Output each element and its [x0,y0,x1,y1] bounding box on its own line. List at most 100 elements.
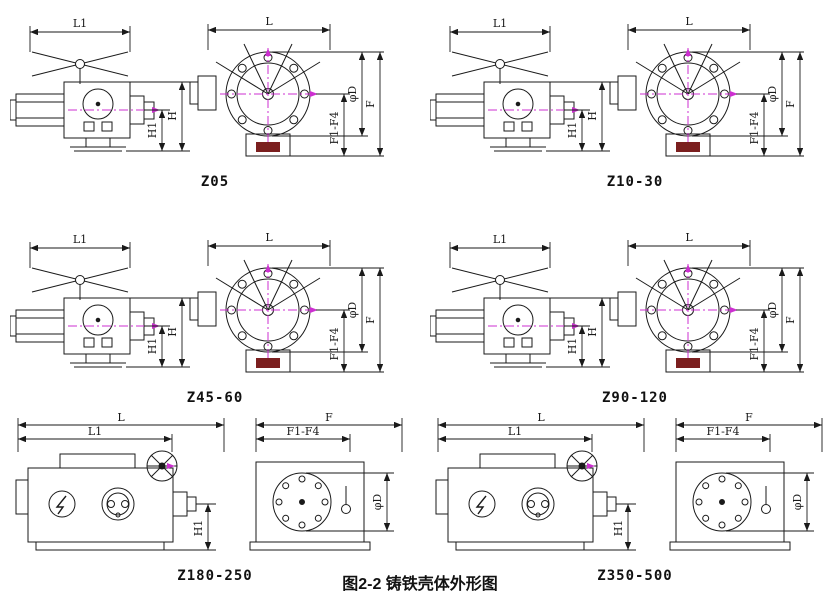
dimension-labels: L L1 H1 F F1-F4 φD [508,411,804,537]
panel-z350-500: L L1 H1 F F1-F4 φD Z350-500 [430,411,840,584]
motor-housing [9,309,65,343]
motor-end-cap [609,291,637,327]
dim-label-l: L [685,231,693,244]
front-view [189,259,321,373]
base [490,353,546,368]
indicator-dial [521,487,555,521]
dim-label-l1: L1 [73,233,87,246]
centerlines [488,264,738,358]
dim-label-l1: L1 [493,233,507,246]
handwheel-icon [451,267,549,300]
model-caption-z10-30: Z10-30 [606,174,664,190]
dim-label-l1: L1 [493,17,507,30]
dim-label-h1: H1 [612,520,625,537]
motor-end-cap [609,75,637,111]
actuator-drawing-side-front: L1 H H1 L F1-F4 φD F [9,15,384,157]
panel-z90-120: L1 H H1 L F1-F4 φD F Z90-120 [429,222,840,406]
front-view [609,259,741,373]
dim-label-phid: φD [791,494,804,511]
dim-label-phid: φD [371,494,384,511]
centerline-arrow [587,463,595,469]
base [490,137,546,152]
front-view [609,43,741,157]
motor-housing [429,93,485,127]
model-caption-z45-60: Z45-60 [186,390,244,406]
centerlines [68,48,318,142]
dim-label-f1f4: F1-F4 [748,112,761,145]
main-body [27,467,174,543]
handwheel-icon [31,51,129,84]
left-cap [435,479,449,515]
base-flange [455,541,585,551]
dim-label-h1: H1 [566,338,579,355]
dim-label-l: L [685,15,693,28]
drawing-z180-250: L L1 H1 F F1-F4 φD [10,411,410,565]
dim-label-f1f4: F1-F4 [328,328,341,361]
handwheel-icon [451,51,549,84]
figure-caption: 图2-2 铸铁壳体外形图 [342,576,498,593]
side-view [429,51,575,152]
power-dial [468,490,496,518]
dim-label-f: F [784,100,797,108]
output-shaft [172,491,197,517]
dim-label-f: F [364,316,377,324]
panel-z45-60: L1 H H1 L F1-F4 φD F Z45-60 [9,222,420,406]
dimension-lines [437,418,823,551]
dimension-labels: L1 H H1 L F1-F4 φD F [493,231,797,360]
dim-label-phid: φD [346,86,359,103]
dim-label-f1f4: F1-F4 [287,425,320,438]
dimension-lines [17,418,403,551]
top-cylinder [479,453,556,469]
dim-label-f: F [745,412,753,424]
dimension-labels: L1 H H1 L F1-F4 φD F [73,231,377,360]
actuator-drawing-large: L L1 H1 F F1-F4 φD [15,411,403,551]
panel-z180-250: L L1 H1 F F1-F4 φD Z180-250 [10,411,420,584]
side-view [15,450,197,551]
motor-end-cap [189,291,217,327]
motor-end-cap [189,75,217,111]
model-caption-z05: Z05 [200,174,230,190]
dim-label-f1f4: F1-F4 [707,425,740,438]
dim-label-l: L [537,412,545,424]
dim-label-h: H [586,111,599,121]
dim-label-l1: L1 [73,17,87,30]
flange-bolt-holes [275,475,329,529]
dim-label-h: H [166,111,179,121]
front-view [669,461,791,551]
base-flange-front [669,541,791,551]
centerlines [488,48,738,142]
dim-label-f1f4: F1-F4 [748,328,761,361]
dim-label-l: L [117,412,125,424]
drawing-z350-500: L L1 H1 F F1-F4 φD [430,411,830,565]
dim-label-l1: L1 [88,425,102,438]
dim-label-phid: φD [346,302,359,319]
key-pendant [341,486,351,514]
dim-label-h: H [166,327,179,337]
dimension-lines [29,24,384,157]
key-pendant [761,486,771,514]
dimension-lines [29,240,384,373]
dim-label-h: H [586,327,599,337]
handwheel-icon [31,267,129,300]
dim-label-l: L [265,231,273,244]
main-body [447,467,594,543]
dimension-labels: L L1 H1 F F1-F4 φD [88,411,384,537]
dim-label-h1: H1 [192,520,205,537]
power-dial [48,490,76,518]
actuator-drawing-side-front: L1 H H1 L F1-F4 φD F [429,231,804,373]
motor-housing [429,309,485,343]
side-view [9,267,155,368]
base-flange [35,541,165,551]
panel-z05: L1 H H1 L F1-F4 φD F Z05 [9,6,420,190]
front-view [249,461,371,551]
panel-z10-30: L1 H H1 L F1-F4 φD F Z10-30 [429,6,840,190]
dim-label-h1: H1 [146,122,159,139]
dim-label-l1: L1 [508,425,522,438]
dim-label-phid: φD [766,86,779,103]
dimension-lines [449,24,804,157]
motor-housing [9,93,65,127]
drawing-z10-30: L1 H H1 L F1-F4 φD F [429,6,830,171]
dim-label-l: L [265,15,273,28]
model-caption-z350-500: Z350-500 [597,568,673,584]
